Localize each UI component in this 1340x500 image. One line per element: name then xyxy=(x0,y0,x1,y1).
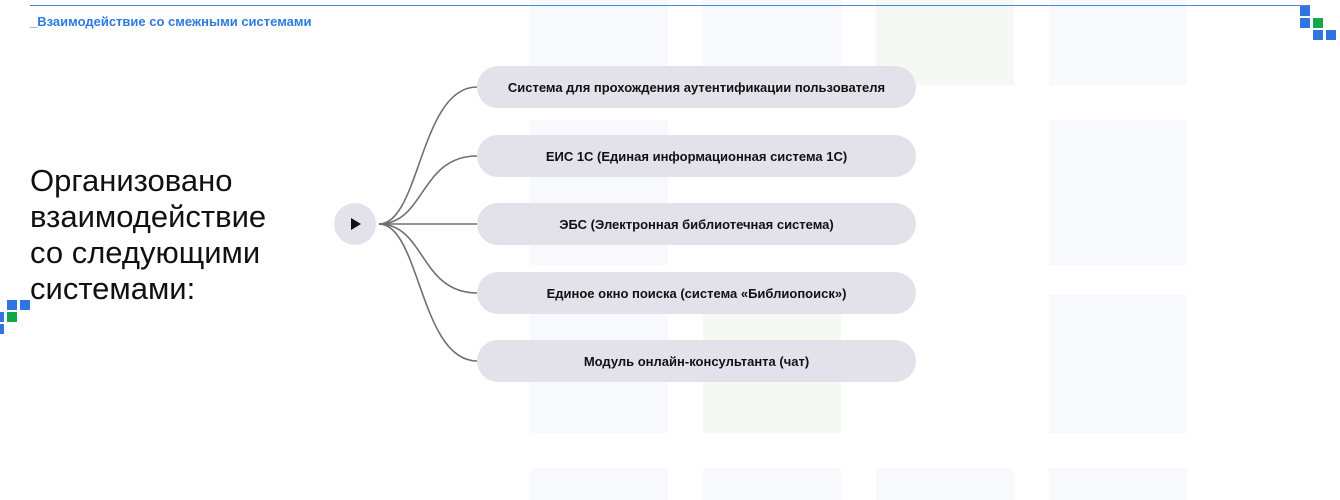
bg-tile xyxy=(703,468,841,500)
bg-tile xyxy=(1049,0,1187,85)
bg-tile xyxy=(1049,468,1187,500)
bg-tile xyxy=(876,468,1014,500)
system-item: ЭБС (Электронная библиотечная система) xyxy=(477,203,916,245)
play-button[interactable] xyxy=(334,203,376,245)
page-title: Организовано взаимодействие со следующим… xyxy=(30,163,267,306)
bg-tile xyxy=(1049,295,1187,433)
system-item: Модуль онлайн-консультанта (чат) xyxy=(477,340,916,382)
bg-tile xyxy=(1049,120,1187,265)
header-divider xyxy=(30,5,1310,6)
system-item: Система для прохождения аутентификации п… xyxy=(477,66,916,108)
system-item: ЕИС 1С (Единая информационная система 1С… xyxy=(477,135,916,177)
system-item: Единое окно поиска (система «Библиопоиск… xyxy=(477,272,916,314)
bg-tile xyxy=(530,468,668,500)
section-label: _Взаимодействие со смежными системами xyxy=(30,14,312,29)
